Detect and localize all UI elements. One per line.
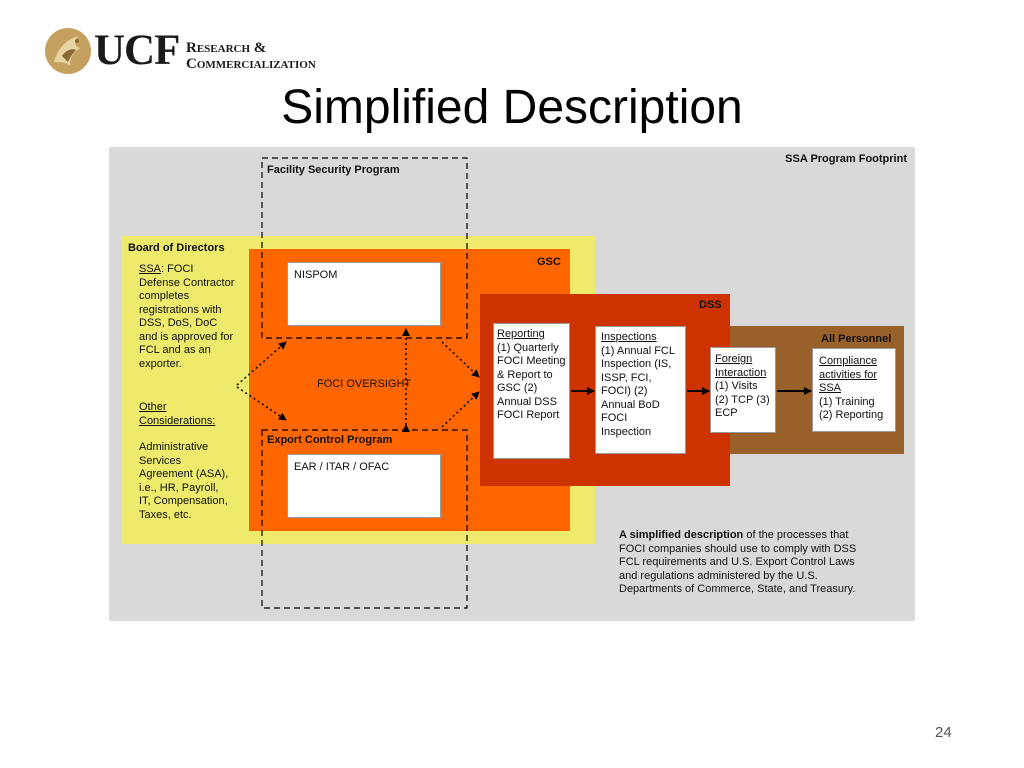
other-considerations-label: Other Considerations: [139,401,216,427]
arrow-board-to-nispom [236,341,287,386]
logo-commercialization-text: Commercialization [186,56,316,72]
ssa-text: : FOCI Defense Contractor completes regi… [139,263,235,370]
diagram-connectors [236,157,812,609]
ssa-diagram: SSA Program Footprint Board of Directors… [109,147,915,621]
compliance-box: Compliance activities for SSA (1) Traini… [812,348,896,432]
ssa-description: SSA: FOCI Defense Contractor completes r… [139,263,235,371]
arrow-nispom-to-dss [441,341,480,378]
inspections-title: Inspections [601,331,657,343]
ear-itar-ofac-label: EAR / ITAR / OFAC [294,461,390,473]
compliance-text: (1) Training (2) Reporting [819,395,884,422]
logo-research-text: Research & [186,40,267,56]
foreign-interaction-title: Foreign Interaction [715,353,767,379]
reporting-box: Reporting (1) Quarterly FOCI Meeting & R… [493,323,570,459]
nispom-label: NISPOM [294,269,338,281]
foci-oversight-label: FOCI OVERSIGHT [317,378,412,390]
foreign-interaction-box: Foreign Interaction (1) Visits (2) TCP (… [710,347,776,433]
arrow-export-to-dss [441,391,480,428]
board-of-directors-title: Board of Directors [128,242,225,254]
ssa-footprint-label: SSA Program Footprint [785,153,907,165]
facility-security-frame [261,157,468,339]
page-number: 24 [935,724,952,741]
diagram-caption: A simplified description of the processe… [619,529,869,597]
inspections-box: Inspections (1) Annual FCL Inspection (I… [595,326,686,454]
ucf-logo: UCF Research & Commercialization [44,26,344,78]
logo-ucf-wordmark: UCF [94,27,180,74]
pegasus-emblem-icon [45,28,91,74]
caption-bold: A simplified description [619,529,744,541]
export-control-frame [261,429,468,609]
nispom-box: NISPOM [287,262,441,326]
export-control-program-label: Export Control Program [267,434,393,446]
other-considerations-text: Administrative Services Agreement (ASA),… [139,441,229,521]
reporting-text: (1) Quarterly FOCI Meeting & Report to G… [497,341,566,422]
dss-label: DSS [699,299,722,311]
gsc-label: GSC [537,256,561,268]
reporting-title: Reporting [497,328,545,340]
slide-title: Simplified Description [281,81,743,134]
ssa-label: SSA [139,263,162,275]
ear-itar-ofac-box: EAR / ITAR / OFAC [287,454,441,518]
inspections-text: (1) Annual FCL Inspection (IS, ISSP, FCI… [601,344,675,438]
all-personnel-label: All Personnel [821,333,892,345]
compliance-title: Compliance activities for SSA [819,355,878,394]
foreign-interaction-text: (1) Visits (2) TCP (3) ECP [715,380,770,419]
arrow-board-to-export [236,386,287,421]
caption-text: of the processes that FOCI companies sho… [619,529,857,595]
facility-security-program-label: Facility Security Program [267,164,400,176]
